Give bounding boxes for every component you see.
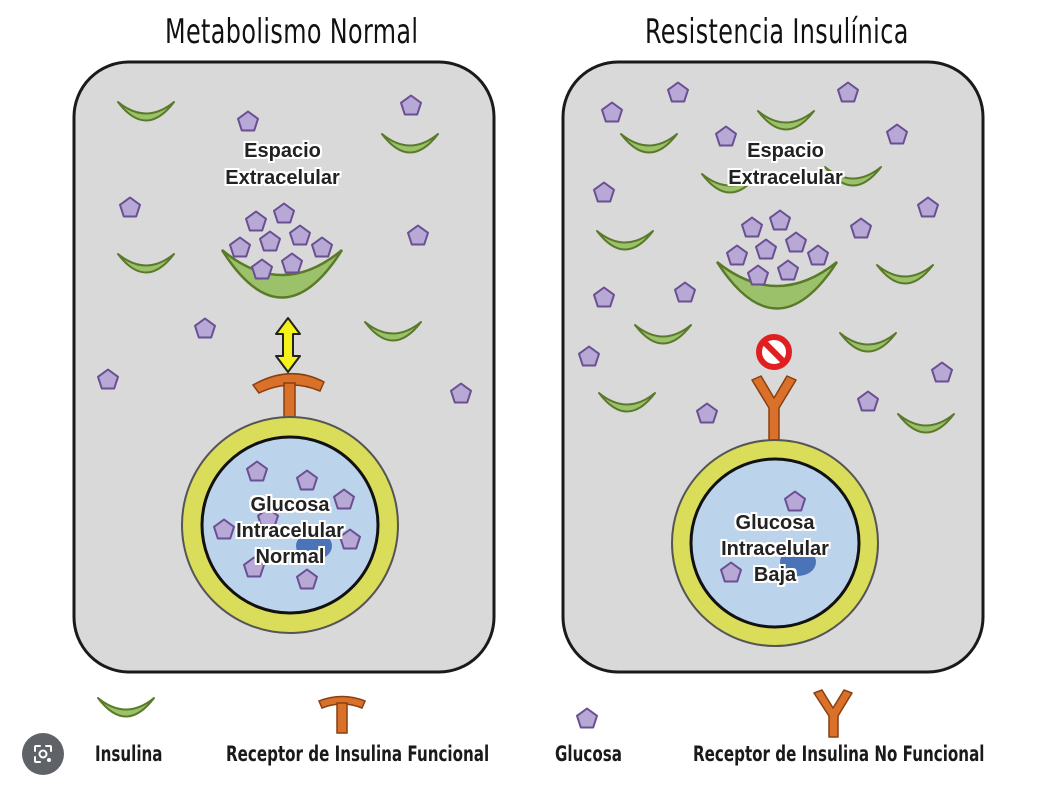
lens-search-icon	[34, 745, 52, 763]
right-cell-line3: Baja	[753, 564, 797, 586]
legend-glucose-label: Glucosa	[555, 742, 622, 766]
legend-nonfunctional-receptor-icon	[813, 689, 853, 738]
left-extracellular-line1: Espacio	[244, 140, 321, 162]
right-cell-line1: Glucosa	[735, 512, 815, 534]
right-cell-label: Glucosa Intracelular Baja	[690, 510, 860, 588]
legend-insulin-label: Insulina	[95, 742, 163, 766]
legend-insulin-icon	[97, 697, 155, 718]
block-sign-icon	[756, 334, 792, 370]
left-title: Metabolismo Normal	[165, 12, 419, 52]
left-cell	[181, 416, 399, 634]
right-title: Resistencia Insulínica	[645, 12, 909, 52]
legend-nonfunctional-receptor-label: Receptor de Insulina No Funcional	[693, 742, 985, 766]
left-cell-line3: Normal	[255, 546, 325, 568]
right-extracellular-line1: Espacio	[747, 140, 824, 162]
right-cell	[671, 439, 879, 647]
left-insulin-glucose-complex	[220, 202, 344, 299]
right-insulin-glucose-complex	[715, 209, 839, 310]
left-extracellular-line2: Extracelular	[225, 167, 340, 189]
right-cell-line2: Intracelular	[721, 538, 829, 560]
left-cell-line2: Intracelular	[236, 520, 344, 542]
lens-search-button[interactable]	[22, 733, 64, 775]
left-cell-line1: Glucosa	[250, 494, 330, 516]
right-extracellular-label: Espacio Extracelular	[703, 138, 868, 192]
left-cell-label: Glucosa Intracelular Normal	[205, 492, 375, 570]
right-extracellular-line2: Extracelular	[728, 167, 843, 189]
left-extracellular-label: Espacio Extracelular	[200, 138, 365, 192]
legend-glucose-icon	[576, 707, 598, 729]
legend-functional-receptor-label: Receptor de Insulina Funcional	[226, 742, 490, 766]
nonfunctional-receptor	[751, 375, 797, 441]
binding-double-arrow	[275, 317, 301, 373]
legend-functional-receptor-icon	[318, 695, 366, 734]
functional-receptor	[251, 372, 325, 429]
